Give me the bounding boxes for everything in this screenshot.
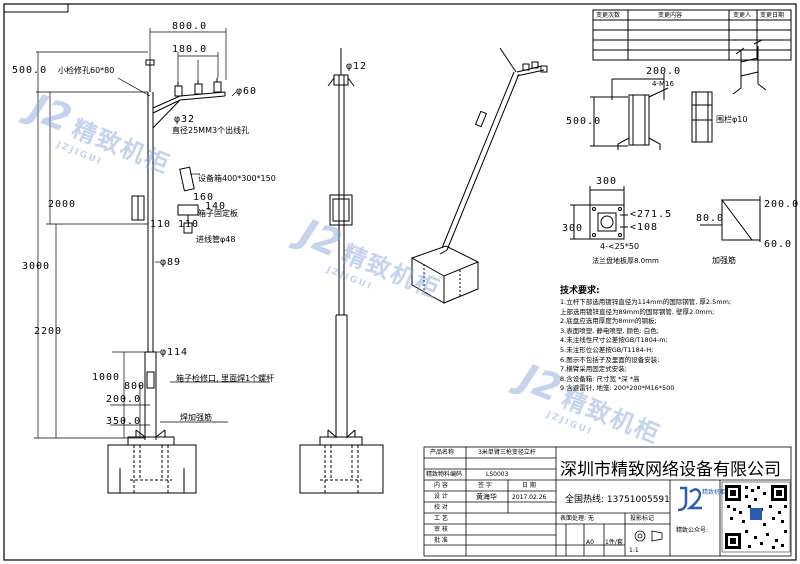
sheet-count: 1件/套	[605, 539, 623, 546]
flange-holes: 4-<25*50	[600, 242, 640, 251]
logo-text: 精致机柜	[702, 489, 727, 496]
rib-dim-200: 200.0	[764, 199, 800, 210]
drafting-label: 校 对	[434, 504, 448, 511]
revision-header-person: 变更人	[733, 12, 752, 19]
signature-label: 签 字	[478, 482, 492, 489]
tech-note-line: 6.图示不包括子及里面的设备安装;	[560, 355, 660, 364]
dim-140: 140	[205, 201, 227, 212]
box-plate-label: 箱子固定板	[198, 209, 238, 218]
dia-89: φ89	[160, 257, 182, 268]
tech-note-line: 5.未注形位公差按GB/T1184-H;	[560, 345, 654, 354]
surface-treatment: 表面处理: 无	[560, 515, 594, 522]
review-label: 审 核	[434, 526, 448, 533]
dia-32: φ32	[174, 114, 196, 125]
revision-header-count: 变更次数	[596, 12, 621, 19]
design-date: 2017.02.26	[512, 494, 547, 501]
rib-dim-60: 60.0	[764, 239, 793, 250]
product-name-label: 产品名称	[430, 449, 455, 456]
bracket-dim-500: 500.0	[566, 116, 602, 127]
material-code-label: 精致物料编码	[426, 471, 463, 478]
product-name: 3米单臂三枪变径立杆	[478, 449, 536, 456]
rib-label: 加强筋	[712, 256, 736, 265]
dim-350: 350.0	[106, 416, 142, 427]
date-label: 日 期	[522, 482, 536, 489]
dim-2200: 2200	[34, 326, 63, 337]
dim-200: 200.0	[106, 394, 142, 405]
flange-dim-300-left: 300	[562, 223, 584, 234]
dim-800-small: 800	[124, 381, 146, 392]
equipment-box-label: 设备箱400*300*150	[198, 174, 276, 183]
dia-114: φ114	[160, 347, 189, 358]
qr-code	[721, 481, 791, 553]
designer-name: 黄海华	[476, 493, 497, 501]
tech-note-line: 7.横臂采用固定式安装;	[560, 365, 627, 374]
flange-r108: <108	[630, 222, 659, 233]
paper-size: A0	[586, 539, 594, 546]
dim-3000: 3000	[22, 261, 51, 272]
dia-60: φ60	[236, 86, 258, 97]
rib-dim-80: 80.0	[696, 213, 725, 224]
inspection-hole-label: 小检修孔60*80	[58, 66, 115, 75]
dim-2000: 2000	[48, 199, 77, 210]
flange-label: 法兰盘地板厚8.0mm	[592, 257, 659, 265]
guard-label: 围栏φ10	[716, 115, 748, 124]
tech-note-line: 4.未注线性尺寸公差按GB/T1804-m;	[560, 336, 668, 345]
material-code: LS0003	[486, 471, 509, 478]
projection-label: 投影标记	[630, 515, 655, 522]
company-name: 深圳市精致网络设备有限公司	[560, 460, 781, 480]
conduit-label: 进线管φ48	[196, 235, 236, 244]
wire-hole-label: 直径25MM3个出线孔	[172, 126, 250, 135]
scale: 1:1	[629, 547, 639, 554]
dim-500: 500.0	[12, 65, 48, 76]
tech-note-line: 8.含设备箱: 尺寸宽 *深 *高	[560, 374, 640, 383]
bracket-bolt: 4-M16	[652, 80, 674, 88]
dia-12: φ12	[346, 61, 368, 72]
technical-requirements: 技术要求: 1.立杆下部选用镀锌直径为114mm的国际钢管, 厚2.5mm; 上…	[560, 283, 790, 394]
tech-note-line: 上部选用镀锌直径为89mm的国际钢管, 壁厚2.0mm;	[560, 307, 715, 316]
tech-note-line: 2.底盘应选用厚度为8mm的钢板;	[560, 317, 657, 326]
dim-110-a: 110	[150, 219, 172, 230]
dim-800: 800.0	[172, 21, 208, 32]
flange-r271: <271.5	[630, 209, 673, 220]
tech-note-line: 9.含避雷针, 地笼: 200*200*M16*500	[560, 384, 675, 393]
revision-header-content: 变更内容	[658, 12, 683, 19]
revision-header-date: 变更日期	[760, 12, 785, 19]
hotline: 全国热线: 13751005591	[565, 495, 670, 505]
tech-note-line: 1.立杆下部选用镀锌直径为114mm的国际钢管, 厚2.5mm;	[560, 298, 732, 306]
approve-label: 批 准	[434, 537, 448, 544]
dim-110-b: 110	[178, 219, 200, 230]
dim-1000: 1000	[92, 372, 121, 383]
tech-notes-title: 技术要求:	[560, 286, 600, 296]
dim-180: 180.0	[172, 44, 208, 55]
wechat-label: 精致公众号:	[676, 527, 709, 534]
rib-weld-label: 焊加强筋	[180, 413, 212, 422]
bracket-dim-200: 200.0	[646, 66, 682, 77]
design-label: 设 计	[434, 493, 448, 500]
flange-dim-300-top: 300	[596, 176, 618, 187]
dim-160: 160	[193, 192, 215, 203]
content-label: 内 容	[434, 482, 448, 489]
process-label: 工 艺	[434, 515, 448, 522]
service-door-label: 箱子检修口, 里面焊1个螺杆	[176, 374, 275, 383]
tech-note-line: 3.表面喷塑, 静电喷塑, 颜色: 白色;	[560, 326, 659, 335]
